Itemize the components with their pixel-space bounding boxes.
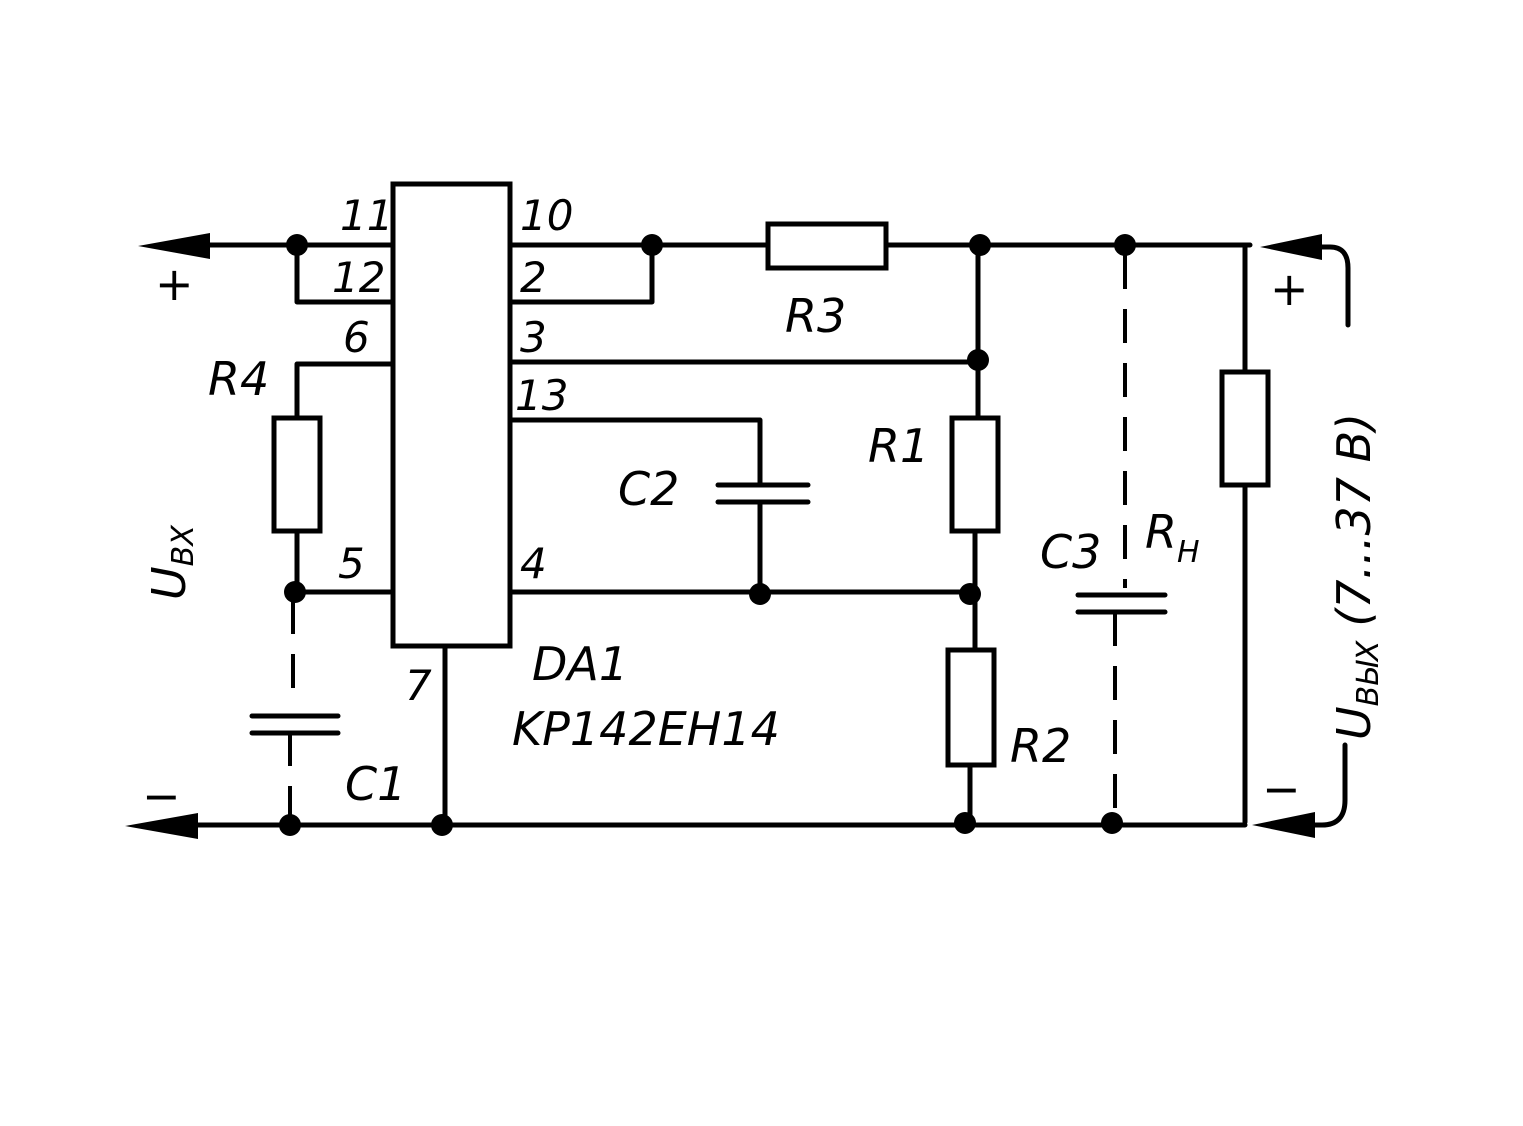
input-plus-arrow xyxy=(138,233,210,259)
output-minus-label: − xyxy=(1262,762,1301,816)
output-voltage-label: UBЫX(7...37 B) xyxy=(1327,413,1386,740)
ic-part-label: KP142EH14 xyxy=(512,702,780,756)
ic-ref-label: DA1 xyxy=(532,637,628,691)
resistor-r1 xyxy=(949,415,1001,534)
capacitor-c3 xyxy=(1075,592,1168,615)
pin-12-label: 12 xyxy=(332,253,385,302)
ic-body xyxy=(390,181,513,649)
c3-label: C3 xyxy=(1040,525,1101,579)
resistor-rn xyxy=(1219,369,1271,488)
resistor-r2 xyxy=(945,647,997,768)
capacitor-c1 xyxy=(249,713,341,736)
pin-13-label: 13 xyxy=(515,371,568,420)
optional-capacitor-wires xyxy=(288,255,1127,822)
pin-2-label: 2 xyxy=(520,253,547,302)
rn-label: RH xyxy=(1145,505,1200,570)
pin-6-label: 6 xyxy=(343,313,370,362)
pin-7-label: 7 xyxy=(405,661,432,710)
pin-10-label: 10 xyxy=(520,191,573,240)
input-minus-label: − xyxy=(142,769,181,823)
r2-label: R2 xyxy=(1010,719,1071,773)
resistor-r4 xyxy=(271,415,323,534)
pin-11-label: 11 xyxy=(340,191,393,240)
c1-label: C1 xyxy=(345,757,406,811)
c2-label: C2 xyxy=(618,462,679,516)
input-plus-label: + xyxy=(155,257,194,311)
pin-4-label: 4 xyxy=(520,539,547,588)
output-plus-label: + xyxy=(1270,262,1309,316)
resistor-r3 xyxy=(765,221,889,271)
capacitor-c2 xyxy=(715,482,811,505)
output-plus-arrow xyxy=(1260,234,1351,328)
junction-dots xyxy=(279,234,1136,836)
pin-3-label: 3 xyxy=(520,313,547,362)
r3-label: R3 xyxy=(785,289,846,343)
r4-label: R4 xyxy=(208,352,269,406)
input-minus-arrow xyxy=(125,813,198,839)
output-minus-arrow xyxy=(1252,742,1348,838)
r1-label: R1 xyxy=(868,419,929,473)
input-voltage-label: UBX xyxy=(142,524,201,600)
pin-5-label: 5 xyxy=(338,539,365,588)
